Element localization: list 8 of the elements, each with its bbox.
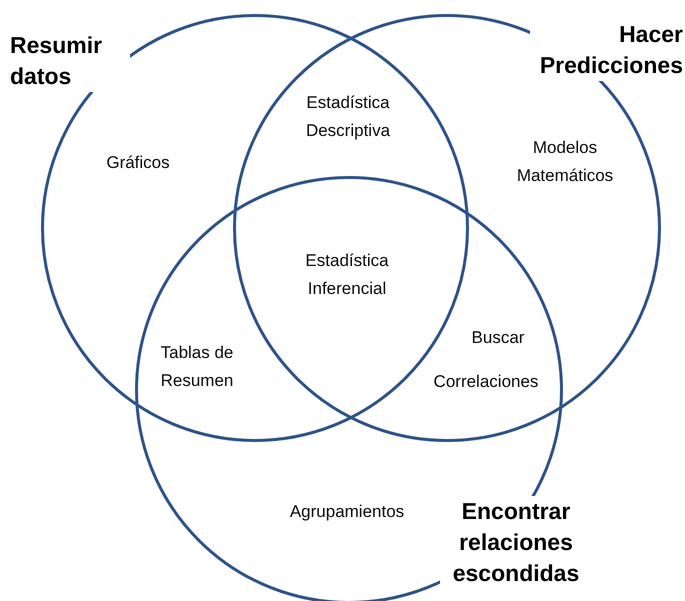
region-label: Estadística Descriptiva <box>304 92 392 142</box>
region-label: Correlaciones <box>432 371 540 393</box>
region-label: Agrupamientos <box>288 501 406 523</box>
region-label: Gráficos <box>105 152 171 174</box>
region-label: Estadística Inferencial <box>304 250 390 300</box>
region-label: Modelos Matemáticos <box>516 137 614 187</box>
region-label: Buscar <box>470 327 526 349</box>
region-label: Tablas de Resumen <box>160 342 234 392</box>
